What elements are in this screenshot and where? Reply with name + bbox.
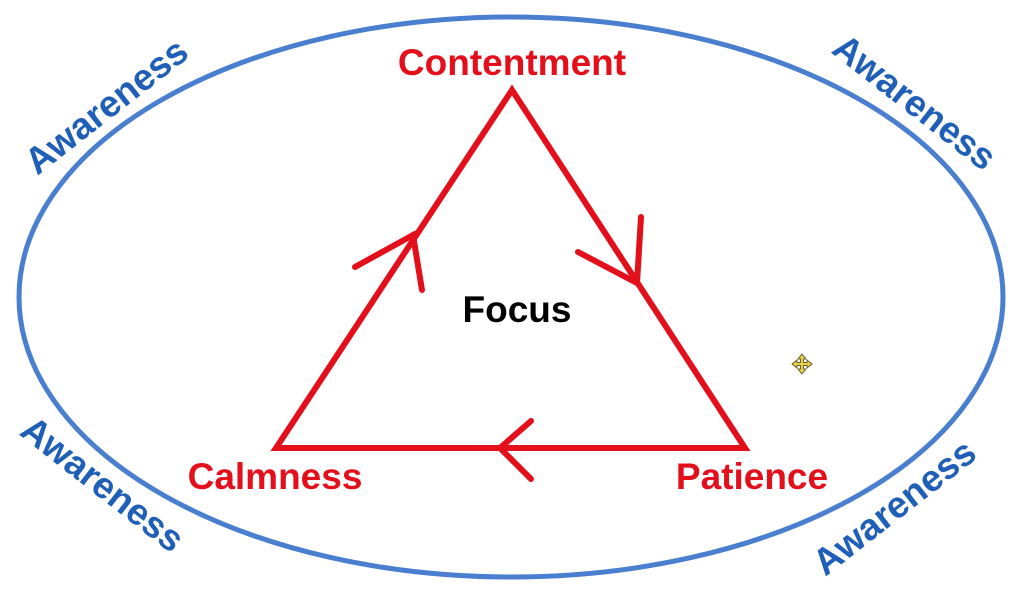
awareness-label-top-left: Awareness bbox=[17, 30, 196, 182]
awareness-label-top-right: Awareness bbox=[825, 26, 1004, 178]
awareness-label-bottom-left: Awareness bbox=[13, 408, 192, 560]
move-cursor-icon bbox=[791, 353, 813, 375]
arrow-left-edge-icon bbox=[352, 230, 425, 293]
node-label-top: Contentment bbox=[398, 42, 626, 83]
arrow-bottom-edge-icon bbox=[495, 418, 534, 482]
center-label: Focus bbox=[463, 289, 572, 330]
cycle-triangle bbox=[270, 84, 751, 451]
awareness-ellipse bbox=[16, 14, 1006, 580]
node-label-right: Patience bbox=[676, 456, 828, 497]
node-label-left: Calmness bbox=[188, 456, 363, 497]
arrow-right-edge-icon bbox=[575, 214, 644, 288]
